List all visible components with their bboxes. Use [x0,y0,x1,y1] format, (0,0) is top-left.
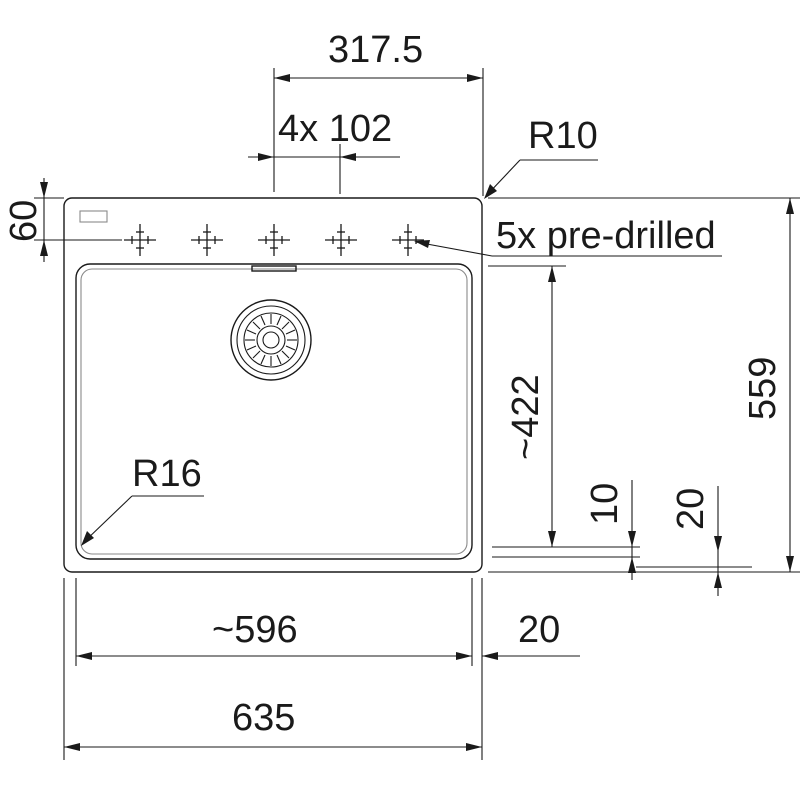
sink-outer-rim [63,197,483,573]
label-422: ~422 [505,374,547,460]
dim-hole-spacing: 4x 102 [248,108,400,194]
predrilled-hole [258,224,290,256]
label-20-horizontal: 20 [518,609,560,651]
label-20-vertical: 20 [670,488,712,530]
label-r10: R10 [528,115,598,157]
bowl-outline [75,263,473,560]
dim-596: ~596 [75,578,473,666]
predrilled-hole [325,224,357,256]
label-10: 10 [584,483,626,525]
predrilled-hole [191,224,223,256]
dim-60: 60 [3,178,122,262]
tap-tab [79,210,108,223]
sink-body [63,197,483,573]
dim-20-horizontal: 20 [481,578,580,760]
label-635: 635 [232,697,295,739]
label-559: 559 [742,357,784,420]
bowl-inner-outline [80,268,468,555]
label-317-5: 317.5 [328,29,423,71]
dim-422: ~422 [488,265,640,548]
dim-r16: R16 [81,453,204,546]
dim-317-5: 317.5 [273,29,484,196]
predrilled-hole [392,224,424,256]
dim-10: 10 [492,480,640,580]
label-hole-spacing: 4x 102 [278,108,392,150]
label-596: ~596 [212,609,298,651]
dim-r10: R10 [484,115,598,199]
overflow-slot [251,265,297,272]
dim-635: 635 [63,578,482,760]
label-r16: R16 [132,453,202,495]
predrilled-holes [124,224,424,256]
label-60: 60 [3,200,45,242]
dim-559: 559 [488,197,800,573]
predrilled-hole [124,224,156,256]
dim-20-vertical: 20 [636,486,752,596]
label-predrilled: 5x pre-drilled [496,215,716,257]
dim-predrilled: 5x pre-drilled [414,215,722,257]
drain-strainer [230,299,312,381]
